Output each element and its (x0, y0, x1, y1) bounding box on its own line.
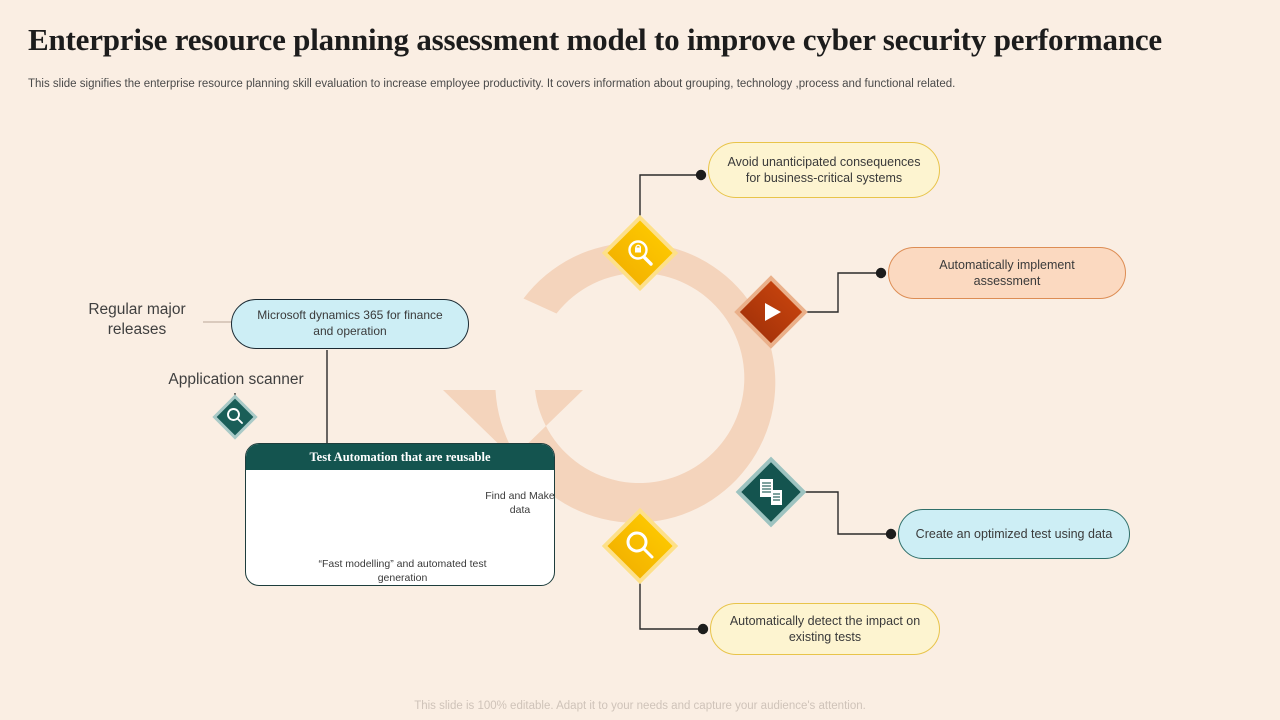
card-label-find-make-data: Find and Make data (485, 490, 555, 516)
page-title: Enterprise resource planning assessment … (28, 22, 1162, 57)
page-subtitle: This slide signifies the enterprise reso… (28, 78, 956, 90)
app-scanner-magnifier-icon (212, 394, 258, 440)
label-regular-major-releases: Regular major releases (88, 301, 186, 338)
play-icon (734, 275, 808, 349)
callout-automatically-implement[interactable]: Automatically implement assessment (888, 247, 1126, 299)
callout-microsoft-dynamics[interactable]: Microsoft dynamics 365 for finance and o… (231, 299, 469, 349)
footer-note: This slide is 100% editable. Adapt it to… (414, 700, 866, 712)
callout-avoid-text: Avoid unanticipated consequences for bus… (727, 154, 921, 186)
magnifier-icon (601, 507, 679, 585)
label-application-scanner: Application scanner (168, 371, 304, 388)
callout-create-text: Create an optimized test using data (915, 526, 1113, 541)
callout-detect-text: Automatically detect the impact on exist… (729, 613, 921, 645)
card-title: Test Automation that are reusable (246, 444, 554, 470)
connector-create (805, 491, 897, 540)
card-label-fast-modelling: “Fast modelling” and automated test gene… (318, 558, 487, 584)
callout-automatically-detect[interactable]: Automatically detect the impact on exist… (710, 603, 940, 655)
magnifier-lock-icon (601, 214, 679, 292)
test-automation-card[interactable]: Test Automation that are reusable (245, 443, 555, 586)
callout-auto-text: Automatically implement assessment (939, 257, 1075, 289)
callout-msdyn-text: Microsoft dynamics 365 for finance and o… (257, 308, 443, 338)
callout-avoid-unanticipated[interactable]: Avoid unanticipated consequences for bus… (708, 142, 940, 198)
callout-create-optimized-test[interactable]: Create an optimized test using data (898, 509, 1130, 559)
connector-auto (805, 267, 887, 313)
